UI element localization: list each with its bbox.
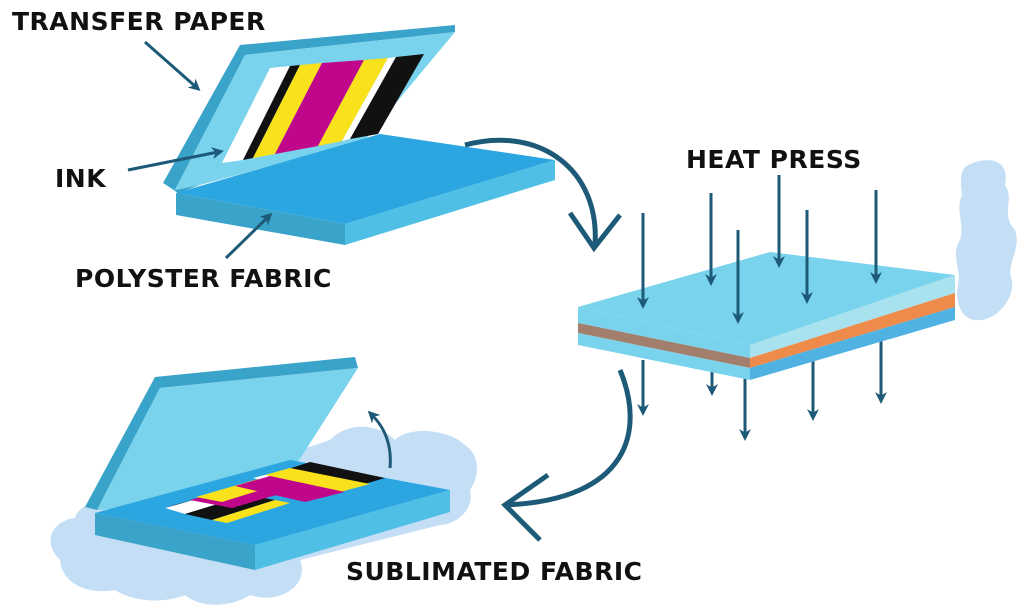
label-transfer-paper: TRANSFER PAPER (12, 7, 266, 36)
label-ink: INK (55, 164, 107, 193)
ink-pointer-arrow (127, 147, 224, 172)
transfer-paper-pointer-arrow (144, 40, 201, 91)
heat-press-slab (578, 252, 955, 380)
heat-arrows-above (637, 175, 882, 324)
ink-stripes (222, 54, 424, 163)
flow-arrowhead-down (567, 211, 622, 253)
label-heat-press: HEAT PRESS (686, 145, 862, 174)
polyster-fabric-pointer-arrow (224, 212, 273, 260)
flow-arrow-to-sublimated-fabric (504, 369, 633, 508)
lift-arrow-icon (367, 410, 392, 469)
sublimated-ink-stripes (165, 462, 385, 523)
steam-cloud-icon (955, 160, 1017, 321)
flow-arrowhead-left (501, 472, 550, 542)
label-polyster-fabric: POLYSTER FABRIC (75, 264, 332, 293)
step-2-heat-press: HEAT PRESS (578, 145, 1017, 441)
step-3-sublimated-fabric: SUBLIMATED FABRIC (50, 357, 642, 605)
step-1-transfer-setup: TRANSFER PAPER INK POLYSTER FABRIC (12, 7, 555, 293)
label-sublimated-fabric: SUBLIMATED FABRIC (346, 557, 642, 586)
heat-arrows-below (637, 340, 887, 441)
sublimated-lid (85, 357, 358, 510)
flow-arrow-to-heat-press (464, 137, 598, 246)
